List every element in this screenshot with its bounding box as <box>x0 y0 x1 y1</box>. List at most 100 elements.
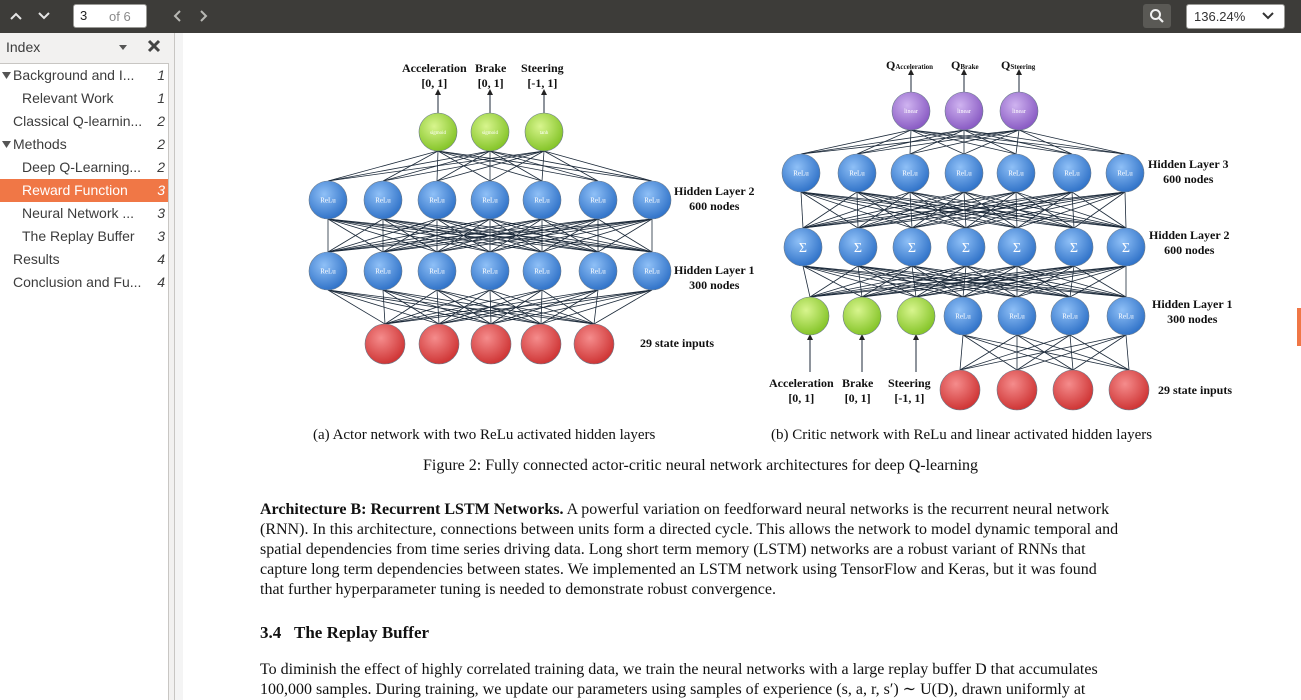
critic-sum-node-circle <box>783 227 823 267</box>
actor-input-node-circle <box>520 323 562 365</box>
previous-result-button[interactable] <box>4 4 28 28</box>
network-edge <box>1016 265 1071 298</box>
critic-action-label-steering: Steering[-1, 1] <box>888 376 931 405</box>
critic-relu-node: ReLu <box>890 153 930 193</box>
critic-action-input-node-circle <box>842 296 882 336</box>
actor-inputs-label: 29 state inputs <box>640 336 715 350</box>
expander-triangle-icon[interactable] <box>2 72 11 80</box>
critic-state-input-node-circle <box>996 369 1038 411</box>
section-heading: 3.4 The Replay Buffer <box>260 623 430 642</box>
next-page-button[interactable] <box>192 4 216 28</box>
critic-relu-node-circle <box>890 153 930 193</box>
critic-sum-node: Σ <box>946 227 986 267</box>
actor-output-node-label: tanh <box>540 131 549 136</box>
network-edge <box>802 265 863 298</box>
critic-relu-node-label: ReLu <box>956 169 972 177</box>
critic-relu-node-label: ReLu <box>1064 169 1080 177</box>
search-button[interactable] <box>1143 4 1171 28</box>
network-edge <box>1069 334 1130 371</box>
critic-sum-node-circle <box>1054 227 1094 267</box>
chevron-left-icon <box>173 10 181 22</box>
close-icon[interactable] <box>147 39 161 53</box>
network-edge <box>809 265 1075 298</box>
previous-page-button[interactable] <box>165 4 189 28</box>
network-edge <box>382 289 595 325</box>
index-item-page: 1 <box>157 90 165 106</box>
index-item-label: Classical Q-learnin... <box>13 113 143 129</box>
network-edge <box>800 191 804 229</box>
network-edge <box>857 265 1127 298</box>
subcaption-critic: (b) Critic network with ReLu and linear … <box>771 427 1153 443</box>
critic-relu-node-circle <box>996 153 1036 193</box>
network-edge <box>436 150 439 182</box>
critic-relu-node: ReLu <box>1105 153 1145 193</box>
index-item[interactable]: Conclusion and Fu...4 <box>0 271 168 294</box>
critic-relu-node-label: ReLu <box>1117 169 1133 177</box>
actor-relu-node: ReLu <box>632 251 672 291</box>
critic-state-input-node <box>1052 369 1094 411</box>
network-edge <box>911 265 917 298</box>
actor-input-node <box>364 323 406 365</box>
sidebar-header: Index <box>0 33 175 62</box>
network-edge <box>800 191 913 229</box>
network-edge <box>489 218 653 253</box>
network-edge <box>541 218 653 253</box>
network-edge <box>490 289 653 325</box>
critic-action-input-node <box>842 296 882 336</box>
actor-relu-node-circle <box>417 251 457 291</box>
critic-relu-node-label: ReLu <box>793 169 809 177</box>
critic-relu-node: ReLu <box>996 153 1036 193</box>
scrollbar-thumb[interactable] <box>1297 308 1301 346</box>
expander-triangle-icon[interactable] <box>2 141 11 149</box>
actor-relu-node-label: ReLu <box>590 267 606 275</box>
critic-inputs-label: 29 state inputs <box>1158 383 1233 397</box>
network-edge <box>1016 265 1127 298</box>
index-item[interactable]: Deep Q-Learning...2 <box>0 156 168 179</box>
network-edge <box>490 289 599 325</box>
network-edge <box>910 129 1126 155</box>
dropdown-arrow-icon[interactable] <box>119 45 127 51</box>
index-item-page: 3 <box>157 182 165 198</box>
index-item-label: Reward Function <box>22 182 128 198</box>
critic-relu-node-circle <box>997 296 1037 336</box>
critic-sum-node-label: Σ <box>908 241 916 256</box>
index-item[interactable]: Neural Network ...3 <box>0 202 168 225</box>
actor-output-node: sigmoid <box>418 112 458 152</box>
page-number-input[interactable] <box>80 8 102 23</box>
network-edge <box>910 129 1017 155</box>
network-edge <box>327 218 384 253</box>
index-item[interactable]: Background and I...1 <box>0 64 168 87</box>
actor-output-node-circle <box>524 112 564 152</box>
critic-action-input-node-circle <box>896 296 936 336</box>
index-item[interactable]: Reward Function 3 <box>0 179 168 202</box>
critic-sum-node-circle <box>1106 227 1146 267</box>
index-item[interactable]: Classical Q-learnin...2 <box>0 110 168 133</box>
actor-input-node-circle <box>364 323 406 365</box>
network-edge <box>856 129 912 155</box>
network-edge <box>800 191 1018 229</box>
network-edge <box>962 334 1074 371</box>
actor-relu-node: ReLu <box>470 251 510 291</box>
zoom-selector[interactable]: 136.24% <box>1186 4 1285 29</box>
next-result-button[interactable] <box>32 4 56 28</box>
network-edge <box>800 191 967 229</box>
critic-relu-node-circle <box>1105 153 1145 193</box>
network-edge <box>543 150 653 182</box>
critic-relu-node: ReLu <box>1106 296 1146 336</box>
network-edge <box>382 150 491 182</box>
critic-state-input-node <box>1108 369 1150 411</box>
critic-action-label-acceleration: Acceleration[0, 1] <box>769 376 834 405</box>
network-edge <box>541 289 595 325</box>
network-edge <box>436 289 595 325</box>
actor-relu-node: ReLu <box>308 180 348 220</box>
network-edge <box>1069 334 1074 371</box>
actor-relu-node-circle <box>578 251 618 291</box>
critic-relu-node-circle <box>1106 296 1146 336</box>
